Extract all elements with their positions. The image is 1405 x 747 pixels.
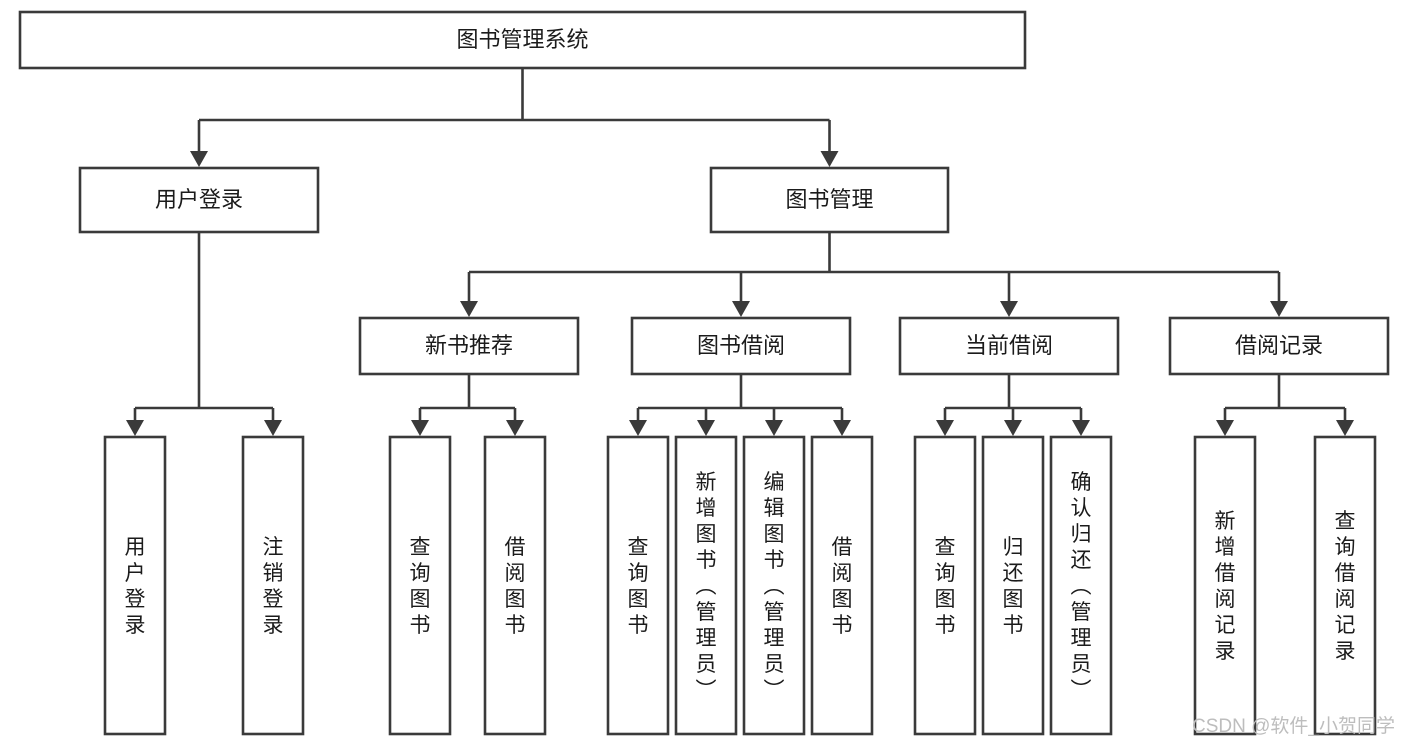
node-leaf-record-add[interactable]: 新增借阅记录: [1193, 435, 1257, 736]
node-label: 当前借阅: [965, 333, 1053, 358]
arrow-head-icon: [1270, 301, 1288, 317]
arrow-head-icon: [1000, 301, 1018, 317]
node-label: 图书借阅: [697, 333, 785, 358]
node-box: [78, 166, 320, 234]
node-box: [1049, 435, 1113, 736]
node-box: [674, 435, 738, 736]
node-label: 图书管理: [785, 187, 873, 212]
arrow-head-icon: [820, 151, 839, 167]
csdn-watermark: CSDN @软件_小贺同学: [1192, 715, 1395, 737]
node-box: [742, 435, 806, 736]
node-box: [630, 316, 852, 376]
node-label: 查询图书: [935, 536, 956, 637]
node-label: 新增图书︵管理员︶: [696, 471, 717, 702]
arrow-head-icon: [833, 420, 851, 436]
node-label: 查询图书: [628, 536, 649, 637]
node-root[interactable]: 图书管理系统: [18, 10, 1027, 70]
node-label: 确认归还︵管理员︶: [1071, 471, 1092, 702]
arrow-head-icon: [1004, 420, 1022, 436]
node-label: 注销登录: [263, 536, 284, 637]
node-leaf-borrow-add-book[interactable]: 新增图书︵管理员︶: [674, 435, 738, 736]
node-leaf-recommend-query-book[interactable]: 查询图书: [388, 435, 452, 736]
node-box: [709, 166, 950, 234]
node-leaf-borrow-edit-book[interactable]: 编辑图书︵管理员︶: [742, 435, 806, 736]
node-box: [18, 10, 1027, 70]
node-box: [981, 435, 1045, 736]
node-label: 用户登录: [155, 187, 243, 212]
arrow-head-icon: [936, 420, 954, 436]
node-label: 借阅记录: [1235, 333, 1323, 358]
node-box: [1193, 435, 1257, 736]
node-leaf-user-logout[interactable]: 注销登录: [241, 435, 305, 736]
arrow-head-icon: [460, 301, 478, 317]
node-label: 查询图书: [410, 536, 431, 637]
node-leaf-current-confirm-return[interactable]: 确认归还︵管理员︶: [1049, 435, 1113, 736]
node-book-borrow[interactable]: 图书借阅: [630, 316, 852, 376]
node-leaf-recommend-borrow-book[interactable]: 借阅图书: [483, 435, 547, 736]
node-label: 编辑图书︵管理员︶: [764, 471, 785, 702]
arrow-head-icon: [732, 301, 750, 317]
node-leaf-current-return-book[interactable]: 归还图书: [981, 435, 1045, 736]
arrow-head-icon: [1072, 420, 1090, 436]
arrow-head-icon: [629, 420, 647, 436]
connectors-layer: [126, 68, 1354, 436]
node-label: 借阅图书: [505, 536, 526, 637]
node-label: 用户登录: [125, 536, 146, 637]
node-box: [358, 316, 580, 376]
node-box: [1168, 316, 1390, 376]
node-leaf-borrow-query-book[interactable]: 查询图书: [606, 435, 670, 736]
node-box: [898, 316, 1120, 376]
node-box: [606, 435, 670, 736]
arrow-head-icon: [1336, 420, 1354, 436]
node-borrow-records[interactable]: 借阅记录: [1168, 316, 1390, 376]
node-user-login[interactable]: 用户登录: [78, 166, 320, 234]
node-box: [241, 435, 305, 736]
node-box: [810, 435, 874, 736]
node-label: 借阅图书: [832, 536, 853, 637]
node-box: [103, 435, 167, 736]
arrow-head-icon: [126, 420, 144, 436]
nodes-layer: 图书管理系统用户登录图书管理新书推荐图书借阅当前借阅借阅记录用户登录注销登录查询…: [18, 10, 1390, 736]
arrow-head-icon: [190, 151, 208, 167]
arrow-head-icon: [411, 420, 429, 436]
node-label: 新书推荐: [425, 333, 513, 358]
node-box: [1313, 435, 1377, 736]
arrow-head-icon: [1216, 420, 1234, 436]
node-label: 归还图书: [1003, 536, 1024, 637]
arrow-head-icon: [697, 420, 715, 436]
node-new-book-recommend[interactable]: 新书推荐: [358, 316, 580, 376]
node-box: [913, 435, 977, 736]
node-current-borrow[interactable]: 当前借阅: [898, 316, 1120, 376]
node-box: [388, 435, 452, 736]
node-leaf-user-login[interactable]: 用户登录: [103, 435, 167, 736]
node-leaf-record-query[interactable]: 查询借阅记录: [1313, 435, 1377, 736]
node-box: [483, 435, 547, 736]
node-book-management[interactable]: 图书管理: [709, 166, 950, 234]
node-leaf-borrow-borrow-book[interactable]: 借阅图书: [810, 435, 874, 736]
node-label: 新增借阅记录: [1215, 510, 1236, 663]
arrow-head-icon: [765, 420, 783, 436]
node-label: 图书管理系统: [456, 27, 588, 52]
arrow-head-icon: [264, 420, 282, 436]
node-label: 查询借阅记录: [1335, 510, 1356, 663]
node-leaf-current-query-book[interactable]: 查询图书: [913, 435, 977, 736]
arrow-head-icon: [506, 420, 524, 436]
